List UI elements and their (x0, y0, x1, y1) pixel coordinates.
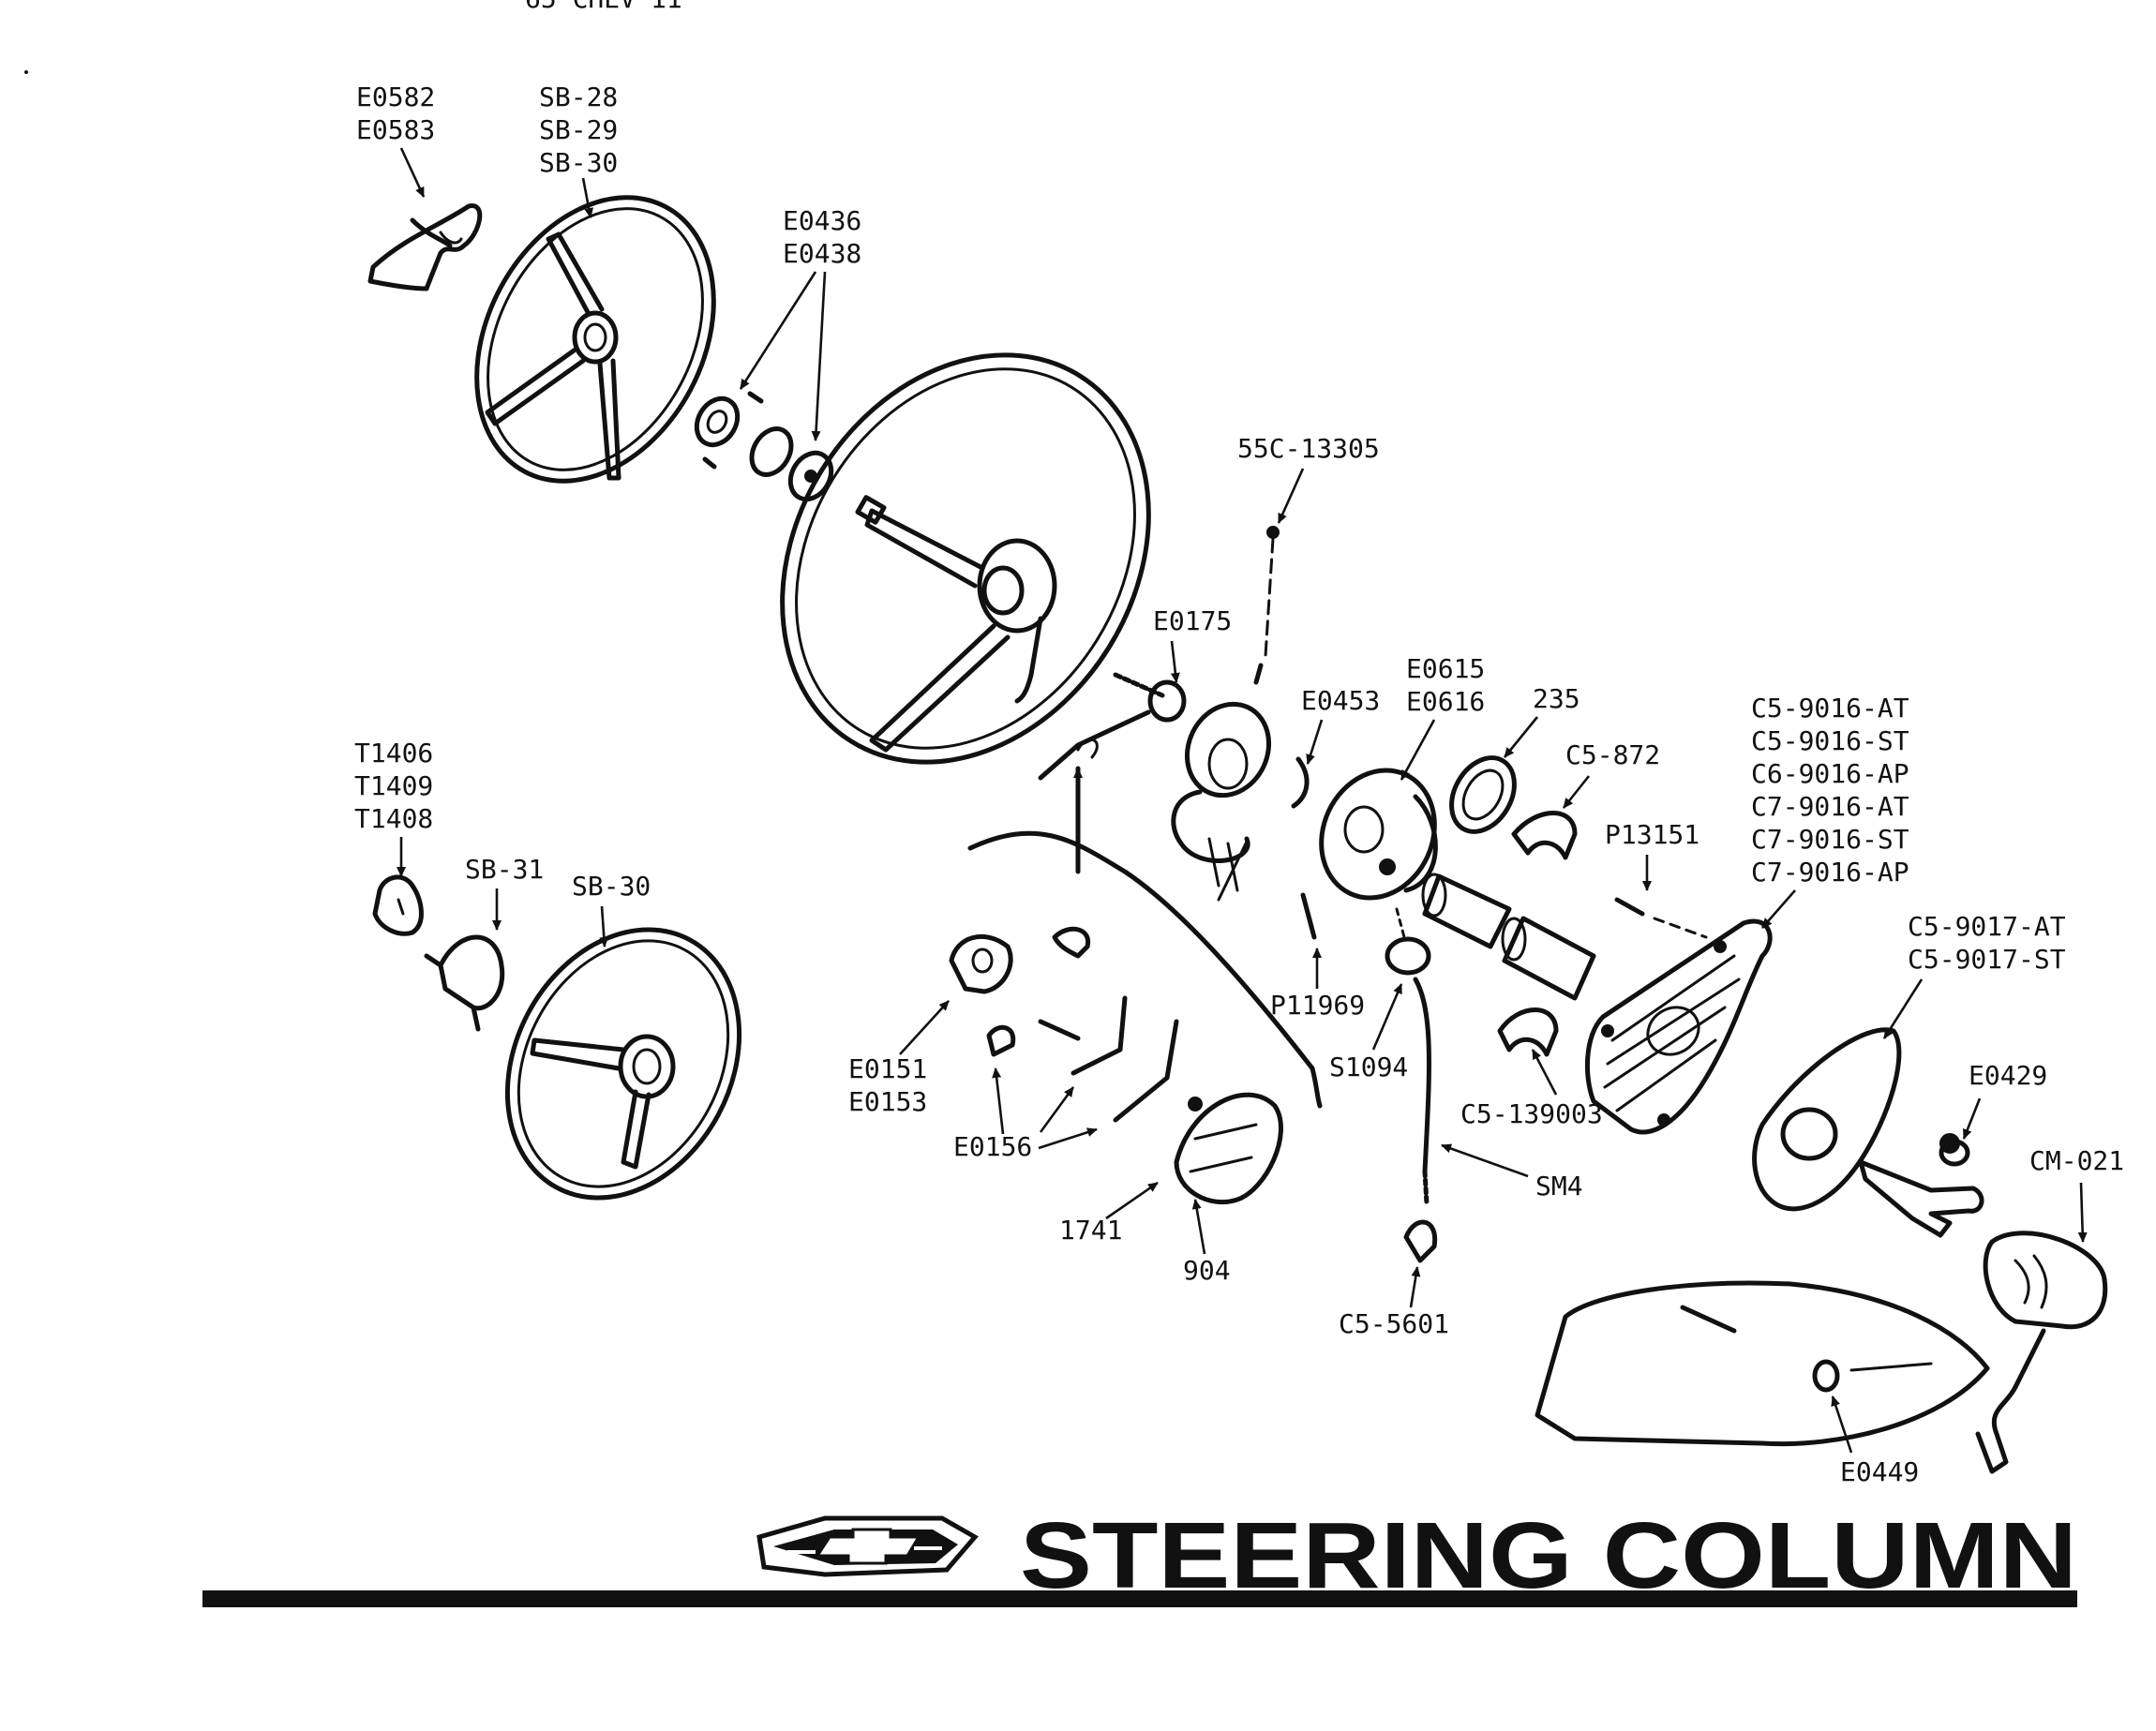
callout-label: SB-31 (465, 854, 544, 885)
callout-label: 235 (1533, 683, 1580, 714)
title-underline (202, 1590, 2077, 1607)
column-mount-plate-c59016 (1585, 918, 1773, 1135)
callout-SB-30-lower: SB-30 (572, 871, 651, 948)
upper-steering-wheel-sb28 (474, 195, 716, 484)
bearing-235 (1449, 755, 1517, 834)
callout-label: E0449 (1840, 1456, 1919, 1487)
callout-label: E0429 (1969, 1060, 2047, 1091)
callout-E0449: E0449 (1831, 1395, 1919, 1487)
main-steering-wheel (780, 352, 1151, 765)
callout-55C-13305: 55C-13305 (1237, 433, 1380, 524)
callout-C5-872: C5-872 (1562, 739, 1660, 809)
callout-C5-139003: C5-139003 (1460, 1049, 1603, 1129)
callout-label: C5-872 (1565, 739, 1660, 770)
callout-label: C5-5601 (1339, 1308, 1449, 1339)
header-scrap: 65 CHEV II (525, 0, 683, 14)
callout-label: CM-021 (2029, 1145, 2124, 1176)
callout-P13151: P13151 (1605, 819, 1699, 891)
callout-S1094: S1094 (1329, 983, 1408, 1082)
callout-C5-5601: C5-5601 (1339, 1266, 1449, 1339)
shift-tube-sleeves (1421, 873, 1596, 1001)
callout-P11969: P11969 (1270, 948, 1365, 1021)
nut-e0429 (1939, 1139, 1970, 1167)
turn-signal-switch-e0453 (1171, 701, 1310, 902)
callout-label: SM4 (1535, 1171, 1583, 1201)
callout-label: 1741 (1059, 1215, 1122, 1246)
callout-SB-31: SB-31 (465, 854, 544, 931)
callout-CM-021: CM-021 (2029, 1145, 2124, 1243)
callout-235: 235 (1503, 683, 1580, 758)
callout-label: P11969 (1270, 990, 1365, 1021)
callout-label: E0156 (953, 1131, 1032, 1162)
callout-E0175: E0175 (1153, 605, 1232, 683)
firewall-support-e0449 (1535, 1280, 1990, 1447)
shaft-nut-e0175 (1038, 672, 1187, 781)
callout-1741: 1741 (1059, 1181, 1159, 1246)
callout-label: SB-30 (572, 871, 651, 902)
pin-p11969 (1300, 892, 1317, 940)
horn-cap-emblem (367, 203, 483, 291)
callout-label: P13151 (1605, 819, 1699, 850)
lower-shift-bowl-c59017 (1752, 1027, 1902, 1212)
horn-ring-sb31 (424, 934, 505, 1032)
callout-E0156: E0156 (953, 1067, 1098, 1162)
screw-p13151 (1614, 897, 1708, 939)
chevrolet-emblem-logo (756, 1515, 979, 1577)
turn-signal-components-group (949, 766, 1323, 1205)
callout-label: C5-139003 (1460, 1098, 1603, 1129)
bushing-c5139003 (1497, 1007, 1559, 1057)
callout-SM4: SM4 (1441, 1143, 1583, 1201)
callout-label: 55C-13305 (1237, 433, 1380, 464)
callout-E0453: E0453 (1301, 685, 1380, 765)
shift-rod-sm4 (1385, 907, 1438, 1263)
callout-label: E0175 (1153, 605, 1232, 636)
shift-lever-bracket (1858, 1133, 1984, 1238)
horn-contact-parts-e0436 (694, 391, 834, 502)
column-clamp-cm021 (1975, 1231, 2108, 1474)
lower-steering-wheel-sb30 (504, 927, 742, 1201)
callout-label: 904 (1183, 1255, 1231, 1286)
callout-label: E0453 (1301, 685, 1380, 716)
callout-904: 904 (1183, 1199, 1231, 1286)
bushing-c5872 (1511, 811, 1578, 860)
callout-E0429: E0429 (1962, 1060, 2047, 1140)
horn-cap-t1406 (372, 874, 424, 936)
turn-signal-lever-55c13305 (1253, 526, 1280, 685)
speck-mark (24, 70, 28, 74)
callout-label: S1094 (1329, 1052, 1408, 1082)
